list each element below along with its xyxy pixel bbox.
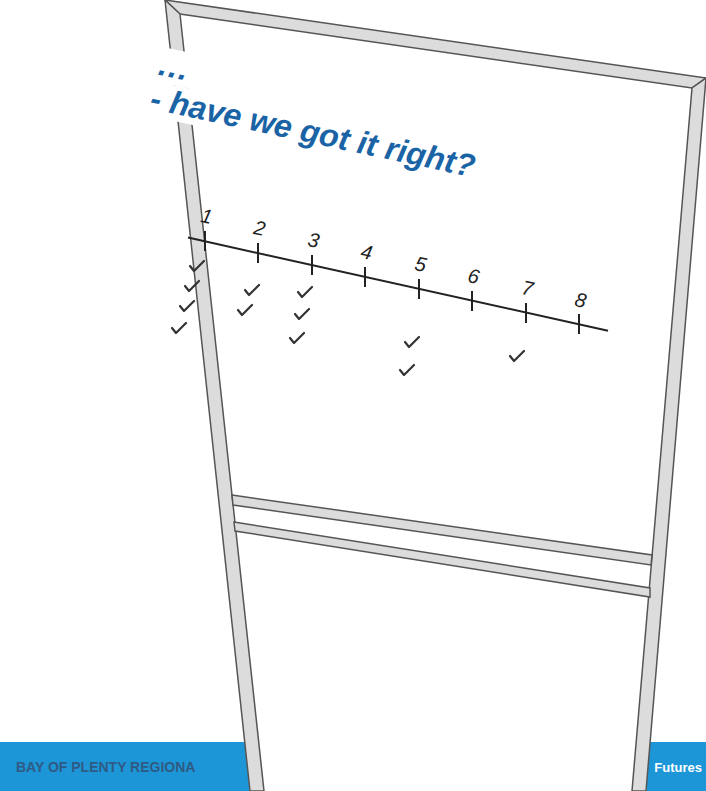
check-marks bbox=[172, 261, 524, 375]
scale-number: 3 bbox=[306, 228, 322, 253]
stand-crossbar bbox=[234, 522, 650, 597]
board-frame-top bbox=[165, 0, 706, 88]
scale-number: 6 bbox=[466, 264, 482, 289]
scale-number: 2 bbox=[252, 216, 268, 241]
scale-number: 1 bbox=[199, 204, 215, 229]
tick-marks bbox=[205, 231, 579, 334]
number-line bbox=[188, 238, 608, 331]
scale-number: 8 bbox=[573, 288, 589, 313]
board-heading: - have we got it right? bbox=[143, 80, 482, 185]
scale-number: 5 bbox=[413, 252, 429, 277]
board-frame-right bbox=[632, 78, 706, 791]
brand-word: Futures bbox=[654, 760, 702, 775]
whiteboard-note: …- have we got it right? bbox=[143, 46, 494, 189]
scale-number: 7 bbox=[520, 276, 536, 301]
footer-band-text: BAY OF PLENTY REGIONA Futures bbox=[0, 743, 706, 791]
org-name: BAY OF PLENTY REGIONA bbox=[16, 759, 195, 775]
scale-number: 4 bbox=[359, 240, 375, 265]
